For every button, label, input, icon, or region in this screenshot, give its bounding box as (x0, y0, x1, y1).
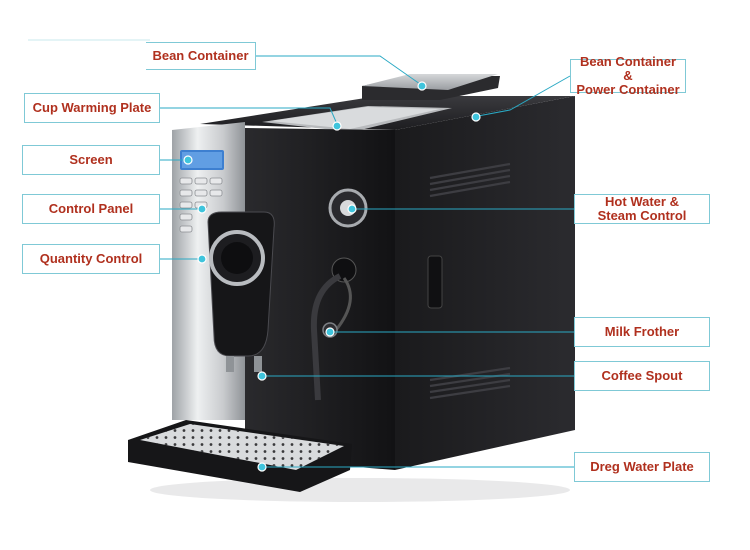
spout-left (226, 356, 234, 372)
leader-lines (160, 55, 574, 468)
label-hot-water-steam: Hot Water & Steam Control (574, 194, 710, 224)
leader-dots (183, 81, 481, 472)
label-screen-text: Screen (69, 152, 113, 167)
dot-control (197, 204, 207, 214)
label-control-panel-text: Control Panel (48, 201, 134, 216)
dot-hot (347, 204, 357, 214)
coffee-machine (128, 74, 575, 502)
leader-power (477, 75, 571, 117)
leader-cup (160, 107, 338, 125)
leader-bean (256, 55, 421, 85)
label-control-panel: Control Panel (22, 194, 160, 224)
dot-power (471, 112, 481, 122)
quantity-dial-center (221, 242, 253, 274)
dot-spout (257, 371, 267, 381)
label-bean-container: Bean Container (146, 42, 256, 70)
label-milk-frother: Milk Frother (574, 317, 710, 347)
label-cup-warming-plate-text: Cup Warming Plate (32, 100, 152, 115)
dot-bean (417, 81, 427, 91)
machine-side-panel (395, 96, 575, 470)
label-screen: Screen (22, 145, 160, 175)
lcd-screen-glow (182, 152, 222, 168)
label-milk-frother-text: Milk Frother (604, 324, 680, 339)
label-coffee-spout: Coffee Spout (574, 361, 710, 391)
label-bean-power-line2: Power Container (576, 82, 680, 97)
frother-pipe-b (334, 277, 352, 331)
frother-pipe (310, 273, 342, 401)
dot-cup (332, 121, 342, 131)
dot-dreg (257, 462, 267, 472)
label-dreg-water-plate: Dreg Water Plate (574, 452, 710, 482)
label-bean-power-container: Bean Container & Power Container (570, 55, 686, 97)
label-hot-water-line1: Hot Water & (605, 194, 679, 209)
label-coffee-spout-text: Coffee Spout (601, 368, 683, 383)
dot-screen (183, 155, 193, 165)
label-quantity-control: Quantity Control (22, 244, 160, 274)
machine-shadow (150, 478, 570, 502)
side-handle (427, 255, 443, 309)
drip-tray-holes (140, 424, 344, 470)
cup-warming-plate-highlight (270, 107, 440, 129)
dot-quantity (197, 254, 207, 264)
label-bean-container-text: Bean Container (152, 48, 249, 63)
bean-container-lid (362, 74, 498, 90)
label-cup-warming-plate: Cup Warming Plate (24, 93, 160, 123)
label-hot-water-line2: Steam Control (597, 208, 687, 223)
label-quantity-control-text: Quantity Control (39, 251, 143, 266)
dot-milk (325, 327, 335, 337)
spout-right (254, 356, 262, 372)
label-dreg-water-plate-text: Dreg Water Plate (590, 459, 694, 474)
label-bean-power-line1: Bean Container & (579, 54, 677, 83)
